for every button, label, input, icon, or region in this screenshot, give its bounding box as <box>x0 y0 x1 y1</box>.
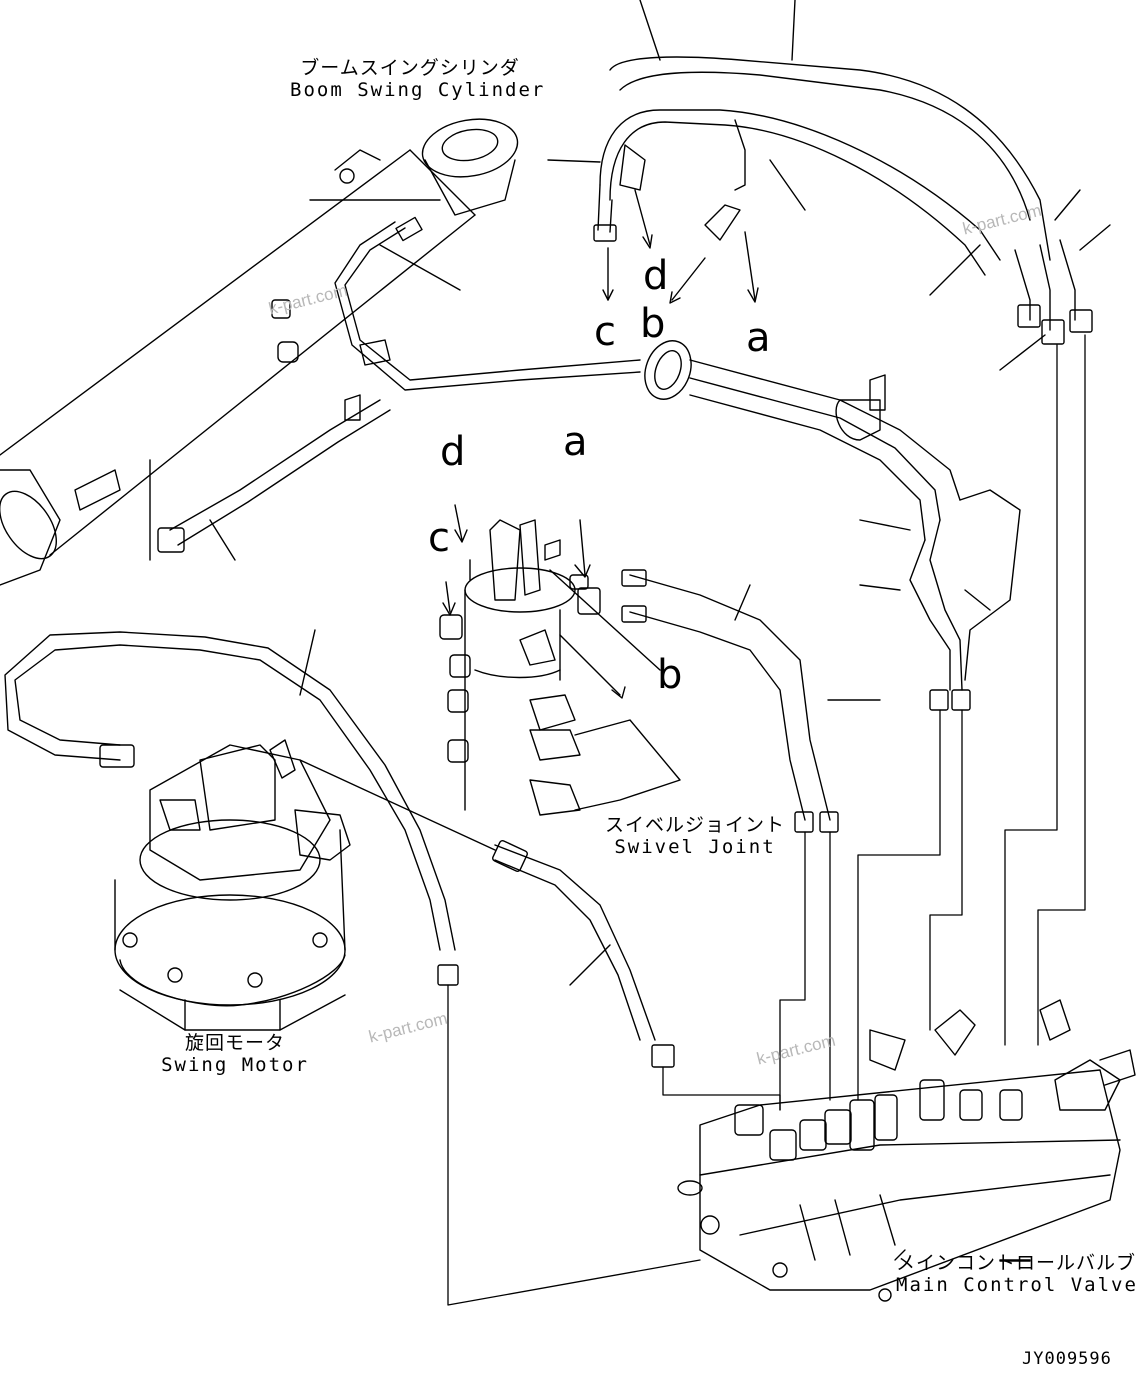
connection-letter-b-top: b <box>640 301 666 347</box>
connection-letter-c-top: c <box>594 309 616 355</box>
swivel-joint-ja: スイベルジョイント <box>604 814 785 836</box>
boom-swing-cylinder-ja: ブームスイングシリンダ <box>300 57 520 79</box>
main-control-valve-drawing <box>678 1000 1135 1301</box>
drawing-code: JY009596 <box>1022 1349 1112 1369</box>
routing-lines <box>448 335 1085 1305</box>
cylinder-hoses <box>158 217 640 560</box>
main-control-valve-en: Main Control Valve <box>896 1273 1137 1296</box>
swivel-joint-label: スイベルジョイント Swivel Joint <box>600 814 790 859</box>
top-hoses <box>548 0 1110 370</box>
swing-motor-drawing <box>115 740 350 1030</box>
boom-swing-cylinder-drawing <box>0 112 522 585</box>
main-control-valve-label: メインコントロールバルブ Main Control Valve <box>896 1252 1137 1297</box>
swing-motor-hoses <box>5 630 674 1067</box>
connection-letter-a-mid: a <box>563 419 588 465</box>
swing-motor-label: 旋回モータ Swing Motor <box>160 1032 310 1077</box>
swivel-joint-en: Swivel Joint <box>614 835 776 858</box>
connection-letter-d-top: d <box>643 253 669 299</box>
connection-letter-a-top: a <box>746 315 771 361</box>
swivel-joint-drawing <box>440 505 680 815</box>
boom-swing-cylinder-en: Boom Swing Cylinder <box>290 78 546 101</box>
main-control-valve-ja: メインコントロールバルブ <box>896 1252 1137 1274</box>
swing-motor-ja: 旋回モータ <box>184 1032 285 1054</box>
connection-letter-c-mid: c <box>428 515 450 561</box>
boom-swing-cylinder-label: ブームスイングシリンダ Boom Swing Cylinder <box>290 57 546 102</box>
connection-letter-b-mid: b <box>657 652 683 698</box>
swivel-hoses <box>622 570 880 832</box>
grommet-and-right-hoses <box>637 334 1020 710</box>
connection-letter-d-mid: d <box>440 429 466 475</box>
swing-motor-en: Swing Motor <box>161 1053 309 1076</box>
